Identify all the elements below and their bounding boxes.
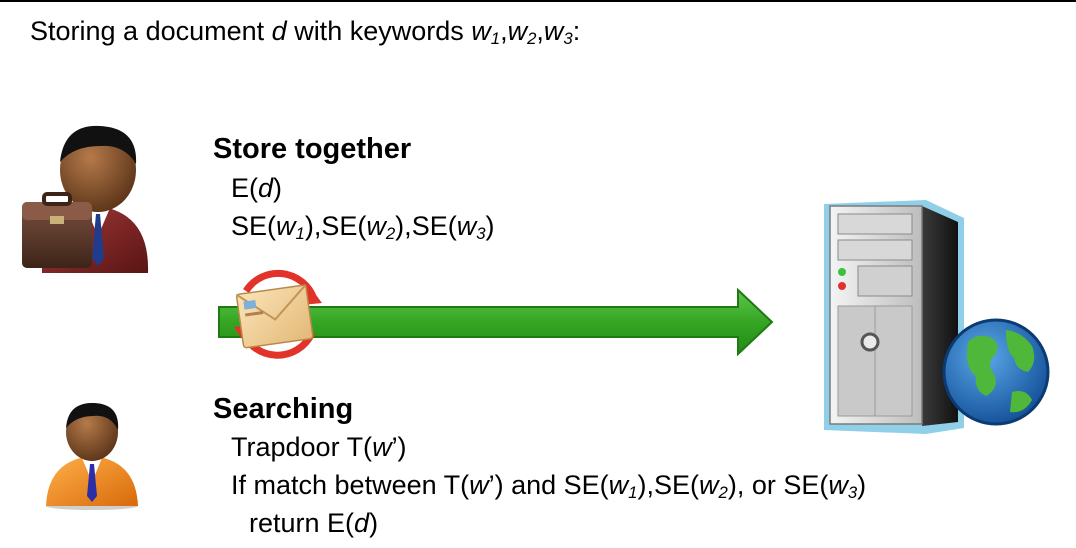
search-line-if-match: If match between T(w’) and SE(w1),SE(w2)… <box>231 470 867 503</box>
search-line-trapdoor: Trapdoor T(w’) <box>231 432 407 462</box>
server-globe-icon <box>824 200 1050 434</box>
envelope-exchange-icon <box>234 269 322 359</box>
store-together-title: Store together <box>213 133 412 165</box>
heading-text: Storing a document d with keywords w1,w2… <box>30 16 581 49</box>
top-rule <box>0 0 1076 2</box>
searching-title: Searching <box>213 393 354 425</box>
store-line-encrypted-document: E(d) <box>231 173 283 203</box>
businessman-with-briefcase-icon <box>22 125 149 273</box>
search-line-return: return E(d) <box>249 508 379 538</box>
store-line-encrypted-keywords: SE(w1),SE(w2),SE(w3) <box>231 211 495 244</box>
user-orange-icon <box>46 402 138 510</box>
